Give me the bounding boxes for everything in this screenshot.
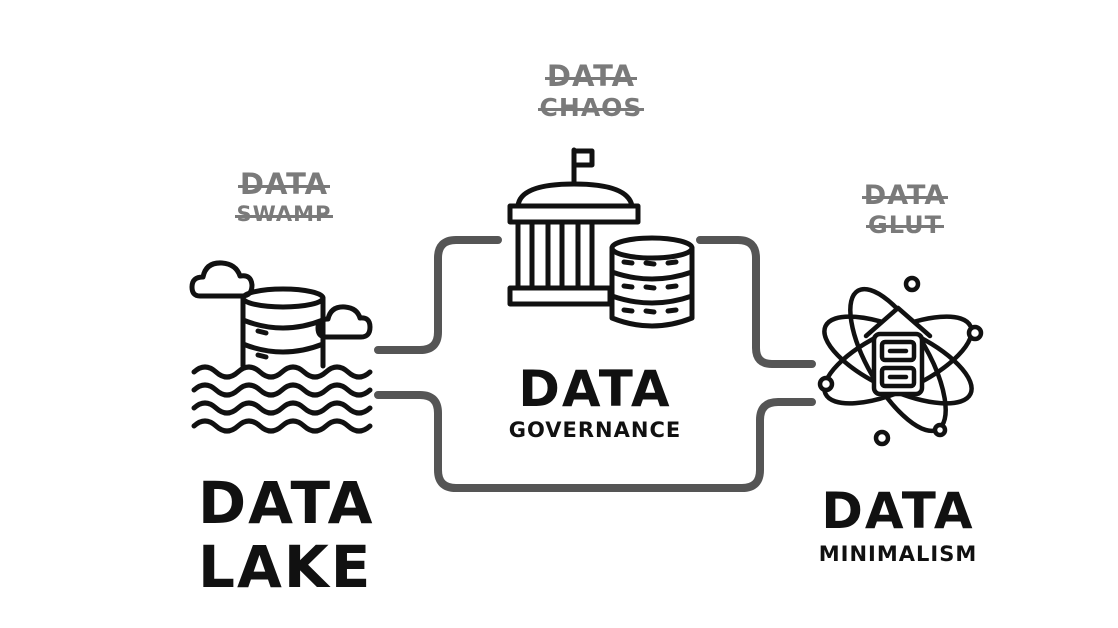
crossed-word: DATA	[861, 180, 949, 211]
database-in-water-icon	[189, 260, 373, 434]
crossed-label-glut: DATA GLUT	[840, 182, 970, 237]
governance-label-line2: GOVERNANCE	[508, 418, 682, 442]
cloud-icon	[189, 260, 255, 299]
minimalism-label: DATA MINIMALISM	[808, 486, 988, 565]
government-building-database-icon	[507, 147, 695, 329]
crossed-word: SWAMP	[234, 202, 334, 226]
connectors	[374, 236, 816, 492]
minimalism-label-line2: MINIMALISM	[818, 542, 978, 566]
governance-label: DATA GOVERNANCE	[490, 364, 700, 441]
crossed-label-swamp: DATA SWAMP	[214, 170, 354, 225]
crossed-word: GLUT	[866, 211, 944, 239]
flag-icon	[571, 148, 595, 168]
crossed-word: DATA	[237, 167, 331, 201]
crossed-word: CHAOS	[537, 93, 645, 122]
connector-governance-to-minimalism	[696, 236, 816, 368]
cloud-icon	[315, 304, 373, 340]
wave-line	[191, 364, 373, 380]
crossed-word: DATA	[544, 59, 638, 93]
crossed-label-chaos: DATA CHAOS	[516, 62, 666, 120]
connector-lake-to-governance	[374, 236, 502, 354]
minimalism-label-line1: DATA	[821, 482, 975, 540]
connector-lake-to-minimalism	[374, 391, 816, 492]
lake-label: DATA LAKE	[198, 474, 374, 596]
lake-label-line1: DATA	[198, 469, 375, 537]
atom-server-icon	[817, 275, 984, 447]
wave-line	[191, 382, 373, 398]
wave-line	[191, 400, 373, 416]
wave-line	[191, 418, 373, 434]
governance-label-line1: DATA	[518, 360, 672, 418]
lake-label-line2: LAKE	[198, 533, 373, 601]
